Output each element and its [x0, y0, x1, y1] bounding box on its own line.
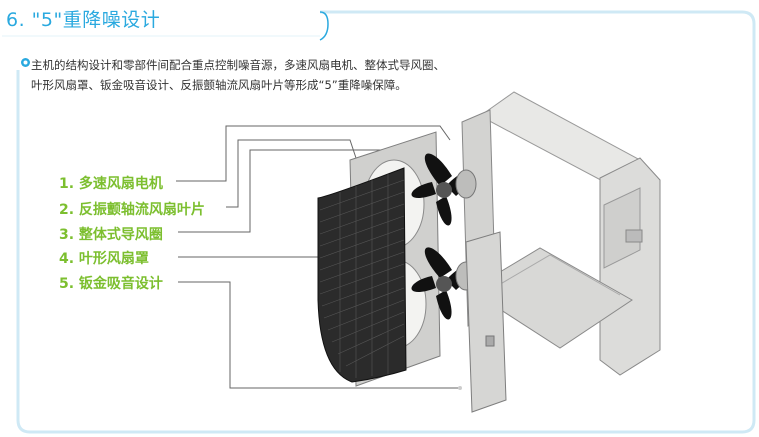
feature-label-fan-motor: 1. 多速风扇电机 [59, 176, 163, 192]
base-pan [469, 247, 633, 349]
side-panel [599, 157, 661, 376]
fan-guard-grille [317, 167, 407, 383]
front-panel [465, 231, 507, 413]
bullet-icon [21, 58, 30, 67]
feature-label-sheet-metal: 5. 钣金吸音设计 [59, 276, 163, 292]
feature-label-fan-guard: 4. 叶形风扇罩 [59, 251, 149, 267]
feature-label-fan-blades: 2. 反振颤轴流风扇叶片 [59, 202, 205, 218]
description-text: 主机的结构设计和零部件间配合重点控制噪音源，多速风扇电机、整体式导风圈、叶形风扇… [31, 58, 445, 92]
page-title: 6. "5"重降噪设计 [6, 9, 161, 31]
feature-label-air-guide: 3. 整体式导风圈 [59, 227, 163, 243]
callout-lines [176, 125, 460, 389]
